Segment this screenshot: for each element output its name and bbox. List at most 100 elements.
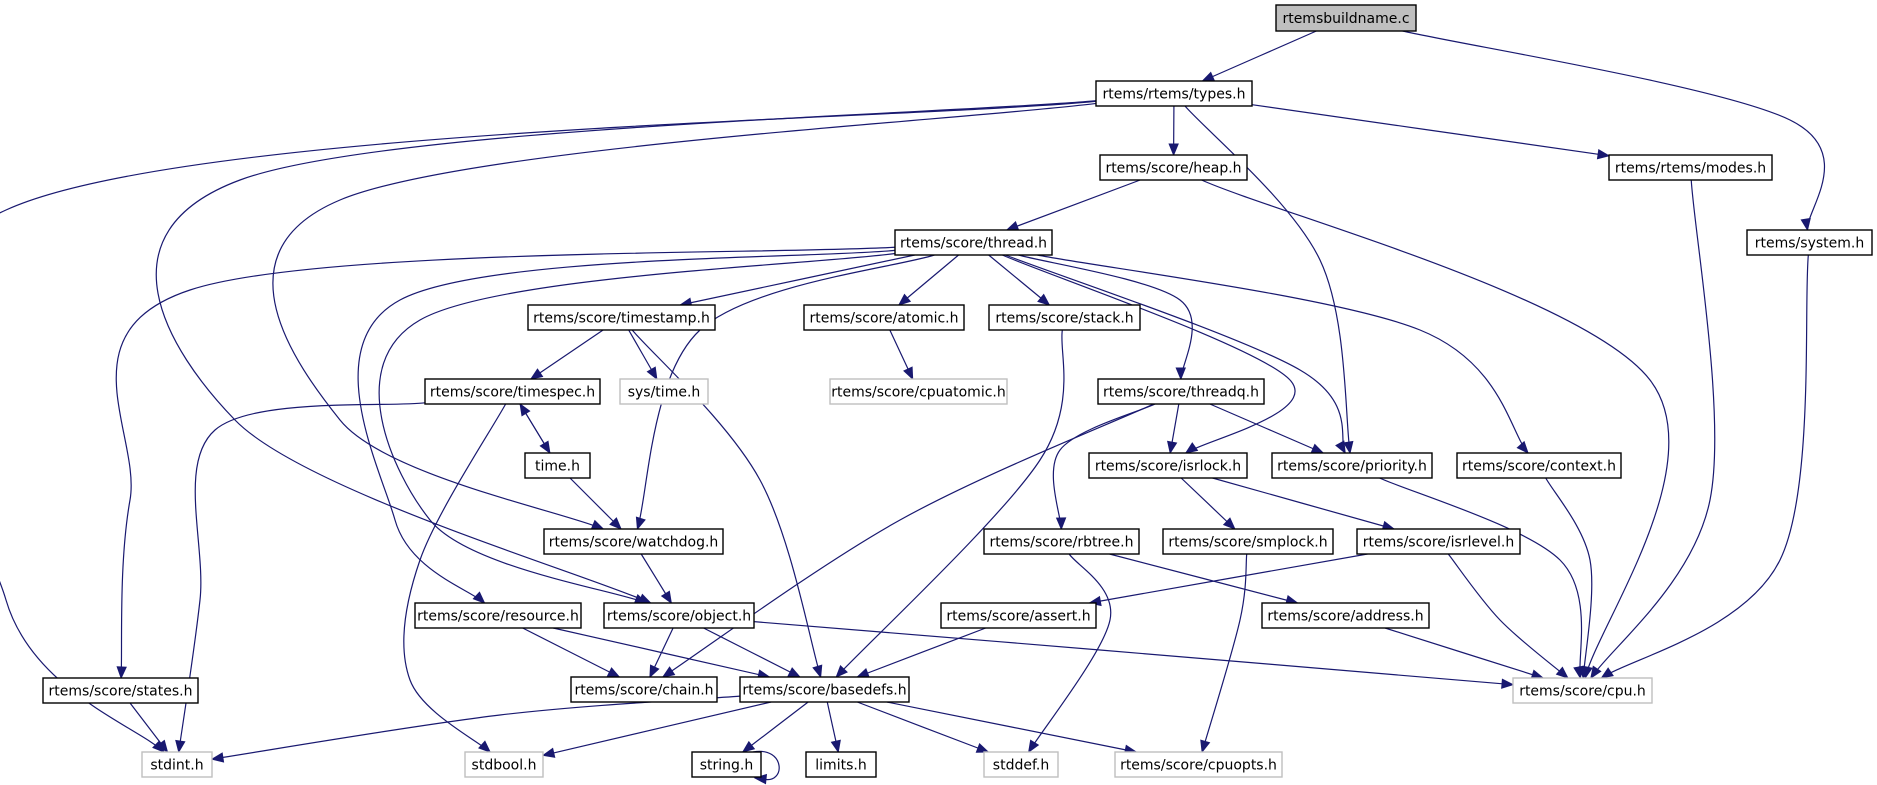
edge-line xyxy=(357,249,896,604)
node-label: rtems/score/address.h xyxy=(1267,609,1423,625)
edge-object-to-basedefs xyxy=(703,627,802,678)
arrowhead-icon xyxy=(1028,739,1040,754)
node-atomic[interactable]: rtems/score/atomic.h xyxy=(803,304,965,331)
node-thread[interactable]: rtems/score/thread.h xyxy=(894,229,1053,256)
arrowhead-icon xyxy=(1037,293,1051,306)
arrowhead-icon xyxy=(116,666,127,680)
arrowhead-icon xyxy=(210,752,225,763)
node-assert[interactable]: rtems/score/assert.h xyxy=(940,602,1097,629)
node-timeh[interactable]: time.h xyxy=(524,452,591,479)
node-label: stddef.h xyxy=(993,758,1049,774)
node-box[interactable] xyxy=(1356,528,1521,555)
node-timespec[interactable]: rtems/score/timespec.h xyxy=(424,378,601,405)
node-threadq[interactable]: rtems/score/threadq.h xyxy=(1097,378,1265,405)
node-box[interactable] xyxy=(1608,154,1773,181)
arrowhead-icon xyxy=(1555,666,1569,679)
node-box[interactable] xyxy=(1261,602,1430,629)
node-system[interactable]: rtems/system.h xyxy=(1746,229,1873,256)
edge-line xyxy=(1384,627,1544,679)
node-box[interactable] xyxy=(527,304,716,331)
node-box[interactable] xyxy=(1095,80,1253,107)
node-priority[interactable]: rtems/score/priority.h xyxy=(1271,452,1433,479)
node-string[interactable]: string.h xyxy=(691,751,762,778)
node-box[interactable] xyxy=(524,452,591,479)
arrowhead-icon xyxy=(1800,217,1811,232)
node-box[interactable] xyxy=(1456,452,1622,479)
node-rbtree[interactable]: rtems/score/rbtree.h xyxy=(983,528,1140,555)
arrowhead-icon xyxy=(1222,517,1236,530)
node-isrlevel[interactable]: rtems/score/isrlevel.h xyxy=(1356,528,1521,555)
node-cpuatomic: rtems/score/cpuatomic.h xyxy=(829,378,1008,405)
edge-line xyxy=(1379,477,1583,679)
node-watchdog[interactable]: rtems/score/watchdog.h xyxy=(543,528,724,555)
node-box[interactable] xyxy=(805,751,877,778)
node-limits[interactable]: limits.h xyxy=(805,751,877,778)
node-box[interactable] xyxy=(940,602,1097,629)
node-isrlock[interactable]: rtems/score/isrlock.h xyxy=(1088,452,1248,479)
node-box[interactable] xyxy=(570,676,718,703)
node-box[interactable] xyxy=(42,677,199,704)
node-box[interactable] xyxy=(1088,452,1248,479)
node-label: rtems/score/threadq.h xyxy=(1103,385,1259,401)
node-stack[interactable]: rtems/score/stack.h xyxy=(988,304,1141,331)
node-box[interactable] xyxy=(803,304,965,331)
node-box[interactable] xyxy=(603,602,755,629)
node-states[interactable]: rtems/score/states.h xyxy=(42,677,199,704)
arrowhead-icon xyxy=(1600,667,1614,679)
node-types[interactable]: rtems/rtems/types.h xyxy=(1095,80,1253,107)
node-label: time.h xyxy=(535,459,580,475)
node-label: rtems/score/thread.h xyxy=(900,236,1047,252)
node-object[interactable]: rtems/score/object.h xyxy=(603,602,755,629)
arrowhead-icon xyxy=(649,664,660,679)
edge-line xyxy=(542,701,772,756)
node-basedefs[interactable]: rtems/score/basedefs.h xyxy=(739,676,910,703)
node-box[interactable] xyxy=(1162,528,1334,555)
node-timestamp[interactable]: rtems/score/timestamp.h xyxy=(527,304,716,331)
node-stdint: stdint.h xyxy=(141,751,213,778)
arrowhead-icon xyxy=(1055,517,1067,531)
node-cpu: rtems/score/cpu.h xyxy=(1512,677,1653,704)
node-box[interactable] xyxy=(691,751,762,778)
node-box xyxy=(829,378,1008,405)
node-heap[interactable]: rtems/score/heap.h xyxy=(1099,154,1248,181)
node-box[interactable] xyxy=(983,528,1140,555)
edge-object-to-chain xyxy=(649,627,674,679)
arrowhead-icon xyxy=(660,590,673,605)
node-label: rtems/score/timestamp.h xyxy=(533,311,710,327)
edge-line xyxy=(1005,254,1346,454)
node-chain[interactable]: rtems/score/chain.h xyxy=(570,676,718,703)
edge-line xyxy=(988,254,1050,306)
node-box[interactable] xyxy=(543,528,724,555)
arrowhead-icon xyxy=(1578,666,1590,680)
node-box[interactable] xyxy=(1746,229,1873,256)
edge-line xyxy=(0,100,1097,753)
arrowhead-icon xyxy=(478,740,492,753)
arrowhead-icon xyxy=(541,747,556,758)
node-box[interactable] xyxy=(894,229,1053,256)
node-box[interactable] xyxy=(1099,154,1248,181)
edge-line xyxy=(1402,30,1825,231)
node-box[interactable] xyxy=(1275,4,1417,32)
node-box[interactable] xyxy=(739,676,910,703)
node-root[interactable]: rtemsbuildname.c xyxy=(1275,4,1417,32)
arrowhead-icon xyxy=(1310,443,1325,454)
node-box[interactable] xyxy=(1097,378,1265,405)
node-context[interactable]: rtems/score/context.h xyxy=(1456,452,1622,479)
node-box[interactable] xyxy=(414,602,582,629)
node-resource[interactable]: rtems/score/resource.h xyxy=(414,602,582,629)
node-box[interactable] xyxy=(1271,452,1433,479)
edge-line xyxy=(1037,254,1529,454)
node-smplock[interactable]: rtems/score/smplock.h xyxy=(1162,528,1334,555)
node-modes[interactable]: rtems/rtems/modes.h xyxy=(1608,154,1773,181)
edge-line xyxy=(886,701,1137,753)
arrowhead-icon xyxy=(1335,440,1346,455)
node-box[interactable] xyxy=(988,304,1141,331)
edge-line xyxy=(680,254,915,306)
edge-line xyxy=(378,252,896,604)
node-address[interactable]: rtems/score/address.h xyxy=(1261,602,1430,629)
edge-line xyxy=(1006,179,1141,231)
node-label: rtems/score/basedefs.h xyxy=(742,683,906,699)
node-box[interactable] xyxy=(424,378,601,405)
node-box xyxy=(619,378,709,405)
edge-isrlock-to-smplock xyxy=(1180,477,1236,530)
